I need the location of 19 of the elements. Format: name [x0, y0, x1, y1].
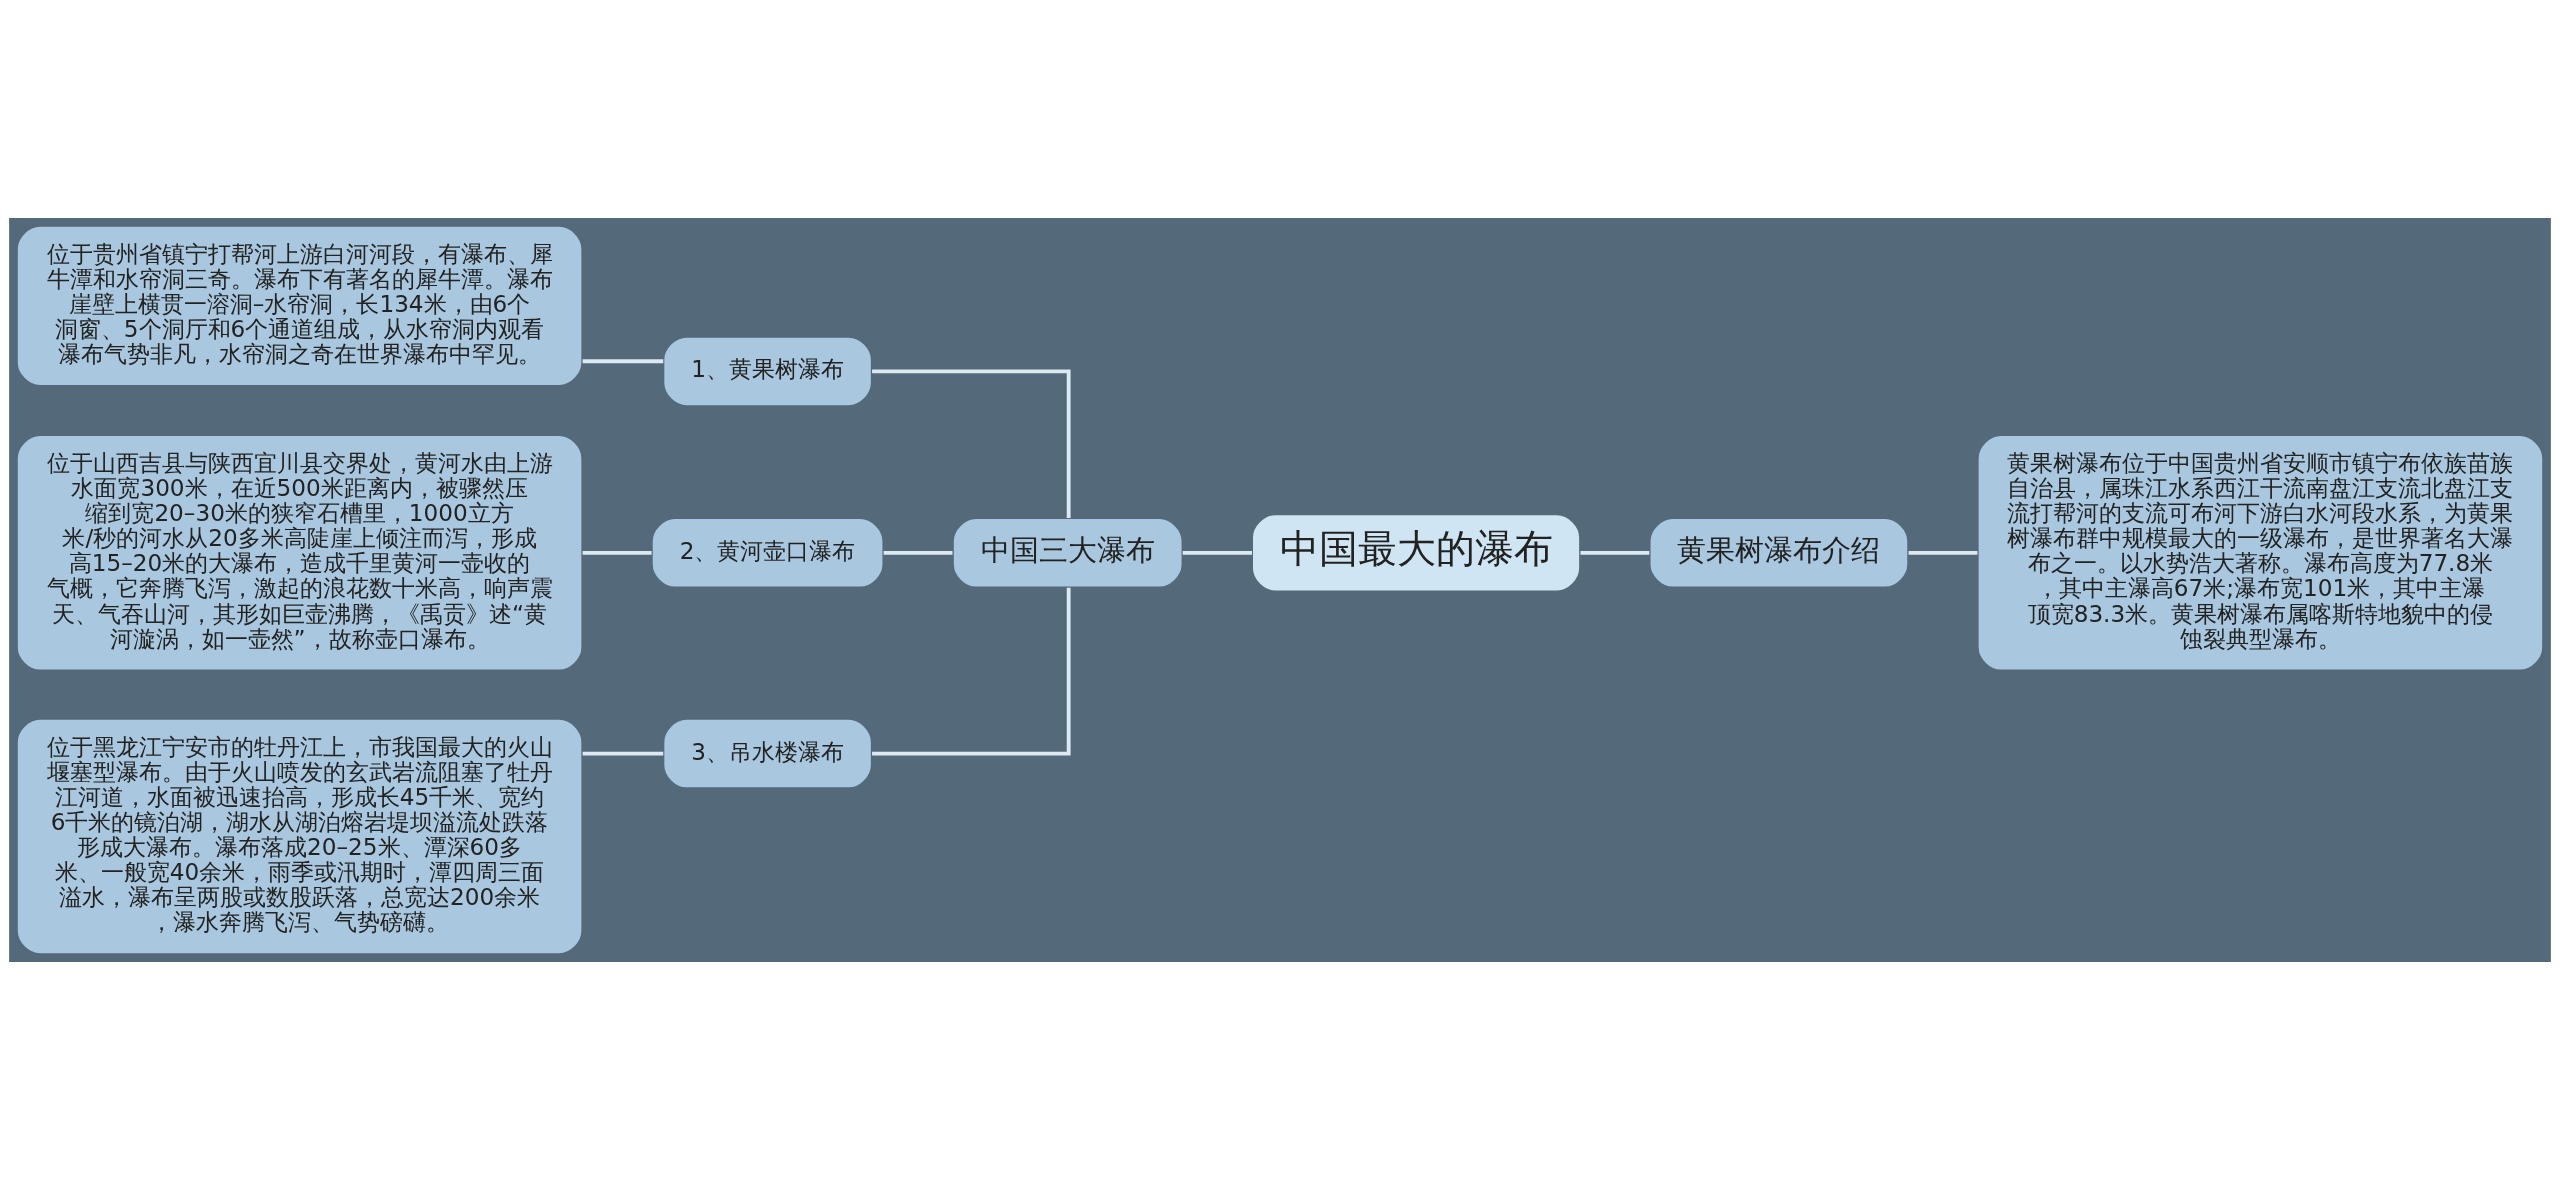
node-box: 位于黑龙江宁安市的牡丹江上，市我国最大的火山堰塞型瀑布。由于火山喷发的玄武岩流阻塞了牡丹江河道，水面被迅速抬高，形成长45千米、宽约6千米的镜泊湖，湖水从湖泊熔岩堤坝溢流处跌落形成大瀑布。瀑布落成20–25米、潭深60多米、一般宽40余米，雨季或汛期时，潭四周三面溢水，瀑布呈两股或数股跃落，总宽达200余米，瀑水奔腾飞泻、气势磅礴。 — [15, 717, 584, 955]
node-box: 2、黄河壶口瀑布 — [650, 516, 885, 589]
connector — [582, 550, 652, 555]
connector — [582, 358, 664, 363]
node-box: 黄果树瀑布介绍 — [1648, 516, 1910, 589]
connector — [582, 751, 664, 755]
connector — [1182, 550, 1252, 555]
connector — [883, 550, 953, 555]
node-box: 位于山西吉县与陕西宜川县交界处，黄河水由上游水面宽300米，在近500米距离内，被骤然压缩到宽20–30米的狭窄石槽里，1000立方米/秒的河水从20多米高陡崖上倾注而泻，形成高15–20米的大瀑布，造成千里黄河一壶收的气概，它奔腾飞泻，激起的浪花数十米高，响声震天、气吞山河，其形如巨壶沸腾，《禹贡》述“黄河漩涡，如一壶然”，故称壶口瀑布。 — [15, 433, 584, 672]
node-box: 中国三大瀑布 — [951, 516, 1184, 589]
node-box: 位于贵州省镇宁打帮河上游白河河段，有瀑布、犀牛潭和水帘洞三奇。瀑布下有著名的犀牛潭。瀑布崖壁上横贯一溶洞–水帘洞，长134米，由6个洞窗、5个洞厅和6个通道组成，从水帘洞内观看瀑布气势非凡，水帘洞之奇在世界瀑布中罕见。 — [15, 224, 584, 387]
node-box: 黄果树瀑布位于中国贵州省安顺市镇宁布依族苗族自治县，属珠江水系西江干流南盘江支流北盘江支流打帮河的支流可布河下游白水河段水系，为黄果树瀑布群中规模最大的一级瀑布，是世界著名大瀑布之一。以水势浩大著称。瀑布高度为77.8米，其中主瀑高67米;瀑布宽101米，其中主瀑顶宽83.3米。黄果树瀑布属喀斯特地貌中的侵蚀裂典型瀑布。 — [1976, 433, 2545, 672]
node-box: 1、黄果树瀑布 — [662, 335, 873, 407]
node-box: 中国最大的瀑布 — [1251, 512, 1582, 592]
connector — [1908, 550, 1978, 555]
node-box: 3、吊水楼瀑布 — [662, 717, 873, 789]
connector — [872, 369, 1071, 518]
connector — [872, 587, 1071, 755]
connector — [1580, 550, 1650, 555]
